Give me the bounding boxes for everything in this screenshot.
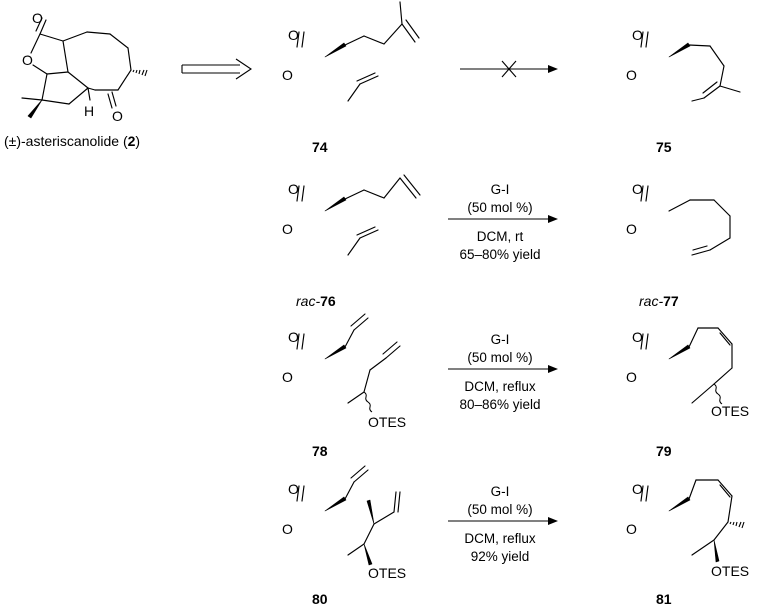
atom-label-O: O [32,10,43,26]
catalyst-label: G-I [491,484,510,499]
solvent-label: DCM, reflux [464,379,536,394]
compound-78-label: 78 [312,443,328,459]
atom-label-O: O [632,329,643,345]
solvent-label: DCM, rt [477,229,524,244]
atom-label-O: O [626,67,637,83]
yield-label: 65–80% yield [459,247,540,262]
compound-80-label: 80 [312,591,328,606]
compound-74-structure [287,1,420,128]
otes-label: OTES [711,563,749,579]
compound-76-structure [287,174,421,282]
atom-label-O: O [22,52,33,68]
atom-label-O: O [282,67,293,83]
atom-label-O: O [288,27,299,43]
atom-label-O: O [632,181,643,197]
reaction-arrow-row4 [448,517,558,525]
atom-label-O: O [626,521,637,537]
atom-label-O: O [282,369,293,385]
solvent-label: DCM, reflux [464,531,536,546]
catalyst-label: G-I [491,182,510,197]
atom-label-O: O [632,27,643,43]
compound-75-label: 75 [656,139,672,155]
compound-76-label: rac-76 [296,293,336,309]
compound-74-label: 74 [312,139,328,155]
yield-label: 80–86% yield [459,397,540,412]
compound-78-structure [287,313,401,430]
compound-81-label: 81 [656,591,672,606]
reaction-arrow-row2 [448,215,558,223]
compound-77-structure [631,185,731,282]
atom-label-O: O [288,481,299,497]
atom-label-O: O [288,329,299,345]
atom-label-H: H [84,103,94,119]
compound-79-label: 79 [656,443,672,459]
compound-81-structure [631,479,745,582]
yield-label: 92% yield [471,549,530,564]
retrosynthetic-arrow [181,58,252,80]
atom-label-O: O [626,369,637,385]
atom-label-O: O [288,181,299,197]
asteriscanolide-structure [21,17,148,119]
atom-label-O: O [282,221,293,237]
compound-80-structure [287,465,401,582]
reaction-arrow-row3 [448,365,558,373]
otes-label: OTES [368,414,406,430]
loading-label: (50 mol %) [467,200,532,215]
otes-label: OTES [368,565,406,581]
loading-label: (50 mol %) [467,350,532,365]
atom-label-O: O [632,481,643,497]
atom-label-O: O [112,108,123,124]
atom-label-O: O [282,521,293,537]
compound-77-label: rac-77 [639,293,679,309]
otes-label: OTES [711,403,749,419]
loading-label: (50 mol %) [467,502,532,517]
compound-79-structure [631,327,733,430]
catalyst-label: G-I [491,332,510,347]
compound-75-structure [631,31,741,128]
target-compound-label: (±)-asteriscanolide (2) [4,133,140,149]
atom-label-O: O [626,221,637,237]
failed-arrow [460,60,558,78]
